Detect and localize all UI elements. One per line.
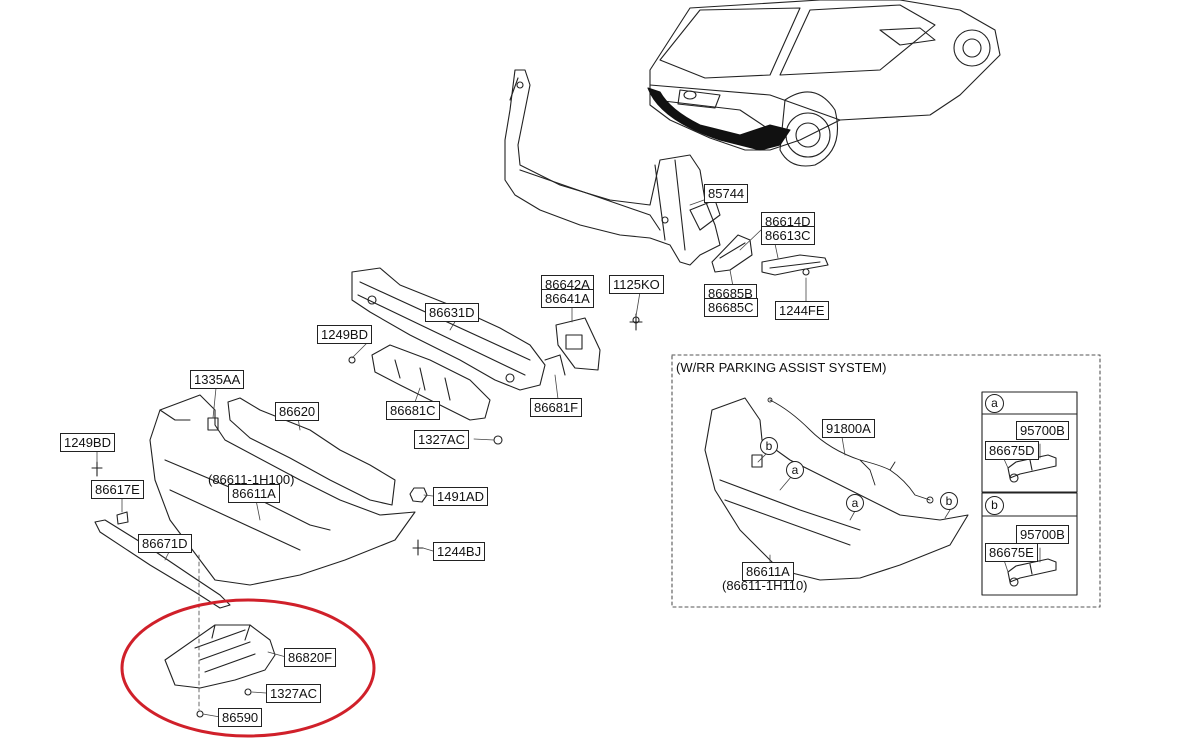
label-1335AA[interactable]: 1335AA [190,370,245,389]
label-1327AC-bottom[interactable]: 1327AC [266,684,321,703]
label-86613C[interactable]: 86613C [761,226,815,245]
rear-bumper-cover [149,394,416,586]
label-1249BD-top[interactable]: 1249BD [317,325,372,344]
inset-title: (W/RR PARKING ASSIST SYSTEM) [676,360,887,375]
label-95700B-a[interactable]: 95700B [1016,421,1069,440]
bracket-86685 [711,234,753,273]
legend-a-marker: a [985,394,1004,413]
skid-plate [164,624,276,718]
inset-bumper [704,397,969,581]
label-86617E[interactable]: 86617E [91,480,144,499]
label-86671D[interactable]: 86671D [138,534,192,553]
label-86611A-alt: (86611-1H100) [208,472,295,487]
leader-lines [96,199,807,718]
rear-panel-frame [504,69,721,266]
license-bracket [555,317,601,371]
callout-b-right: b [940,492,958,510]
rear-bumper-beam [351,267,546,391]
label-86675E[interactable]: 86675E [985,543,1038,562]
label-86681C[interactable]: 86681C [386,401,440,420]
label-91800A[interactable]: 91800A [822,419,875,438]
label-1244BJ[interactable]: 1244BJ [433,542,486,561]
sensor-b [1007,558,1057,587]
label-86620[interactable]: 86620 [275,402,320,421]
label-inset-86611A[interactable]: 86611A [742,562,794,581]
sensor-a [1007,454,1057,483]
label-86685C[interactable]: 86685C [704,298,758,317]
label-86641A[interactable]: 86641A [541,289,594,308]
label-86631D[interactable]: 86631D [425,303,479,322]
vehicle-illustration [647,0,1001,167]
bracket-86614 [761,254,829,276]
legend-box-a [981,391,1078,493]
label-1244FE[interactable]: 1244FE [775,301,829,320]
label-1249BD-left[interactable]: 1249BD [60,433,115,452]
label-1491AD[interactable]: 1491AD [433,487,488,506]
label-86611A[interactable]: 86611A [228,484,280,503]
callout-a-right: a [846,494,864,512]
label-86590[interactable]: 86590 [218,708,263,727]
parking-assist-inset-frame [671,354,1101,608]
label-95700B-b[interactable]: 95700B [1016,525,1069,544]
bumper-reinforcement [227,397,396,506]
label-86675D[interactable]: 86675D [985,441,1039,460]
label-inset-86611A-alt: (86611-1H110) [722,578,808,593]
label-1125KO[interactable]: 1125KO [609,275,664,294]
label-86820F[interactable]: 86820F [284,648,337,667]
legend-box-b [981,492,1078,596]
callout-b-left: b [760,437,778,455]
label-1327AC-top[interactable]: 1327AC [414,430,469,449]
callout-a-left: a [786,461,804,479]
bumper-molding [94,519,231,609]
highlight-circle [120,598,376,738]
wiring-harness [767,397,934,504]
energy-absorber [371,344,491,421]
label-85744[interactable]: 85744 [704,184,749,203]
legend-b-marker: b [985,496,1004,515]
label-86681F[interactable]: 86681F [530,398,583,417]
